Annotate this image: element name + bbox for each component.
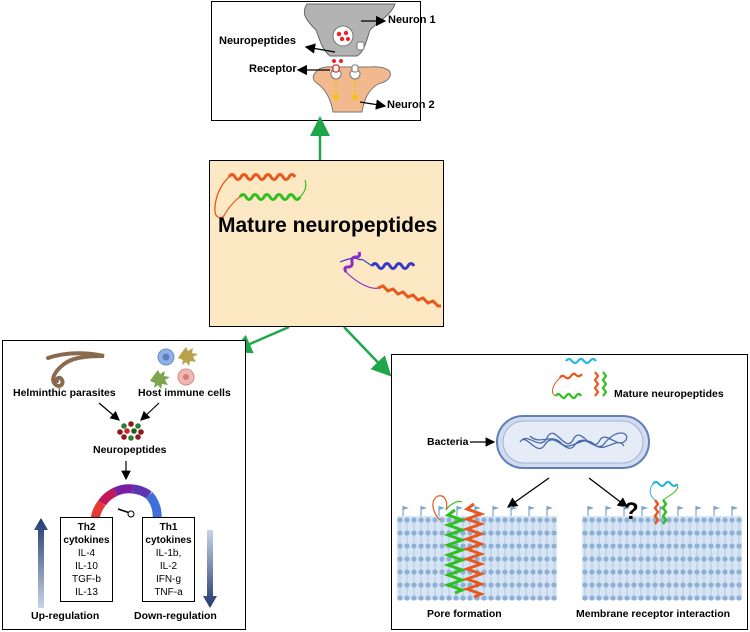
mature-helix-green xyxy=(555,392,582,400)
membrane-receptor xyxy=(582,506,742,601)
arrow-to-bacteria xyxy=(343,326,392,377)
up-regulation-label: Up-regulation xyxy=(31,610,100,622)
immune-neuropeptides-label: Neuropeptides xyxy=(93,444,167,456)
th1-item: IL-2 xyxy=(159,561,178,572)
th2-cytokines-box: Th2 cytokines IL-4 IL-10 TGF-b IL-13 xyxy=(60,517,113,602)
mature-neuropeptides-panel xyxy=(209,160,444,327)
th2-item: IL-10 xyxy=(75,561,98,572)
blue-helix xyxy=(370,262,416,270)
bacteria-label: Bacteria xyxy=(427,436,469,448)
down-arrow-icon xyxy=(203,530,217,608)
purple-helix xyxy=(343,251,362,273)
th1-item: TNF-a xyxy=(154,587,183,598)
mature-helix-orange xyxy=(559,372,583,380)
host-immune-cells-label: Host immune cells xyxy=(138,387,231,399)
dna-tangle xyxy=(519,432,628,449)
th1-subtitle: cytokines xyxy=(145,535,192,546)
orange-helix xyxy=(227,173,297,181)
th2-title: Th2 xyxy=(77,522,96,533)
center-title: Mature neuropeptides xyxy=(218,214,438,237)
th1-item: IFN-g xyxy=(156,574,181,585)
mature-helix-cyan xyxy=(565,357,597,365)
th1-item: IL-1b, xyxy=(155,548,182,559)
pore-formation-label: Pore formation xyxy=(427,608,502,620)
bacteria-mature-label: Mature neuropeptides xyxy=(614,388,724,400)
up-arrow-icon xyxy=(34,518,48,608)
down-regulation-label: Down-regulation xyxy=(134,610,217,622)
receptor-helix-cyan xyxy=(652,480,678,488)
neuropeptides-label: Neuropeptides xyxy=(219,35,297,47)
neuron-2-label: Neuron 2 xyxy=(387,99,435,111)
question-mark: ? xyxy=(624,498,639,525)
neuropeptide-dots xyxy=(117,421,144,441)
th2-subtitle: cytokines xyxy=(63,535,110,546)
th2-item: IL-4 xyxy=(77,548,96,559)
pore-green-helix xyxy=(443,508,467,595)
helminth-icon xyxy=(46,351,105,389)
th2-item: TGF-b xyxy=(72,574,101,585)
membrane-receptor-label: Membrane receptor interaction xyxy=(576,608,731,620)
receptor-label: Receptor xyxy=(249,63,297,75)
th1-title: Th1 xyxy=(159,522,178,533)
green-helix xyxy=(238,193,302,201)
pore-orange-helix xyxy=(462,502,486,599)
helminthic-parasites-label: Helminthic parasites xyxy=(13,387,116,399)
neuron-1-label: Neuron 1 xyxy=(388,14,436,26)
th1-cytokines-box: Th1 cytokines IL-1b, IL-2 IFN-g TNF-a xyxy=(142,517,195,602)
th2-item: IL-13 xyxy=(75,587,98,598)
orange-helix-2 xyxy=(377,284,441,308)
